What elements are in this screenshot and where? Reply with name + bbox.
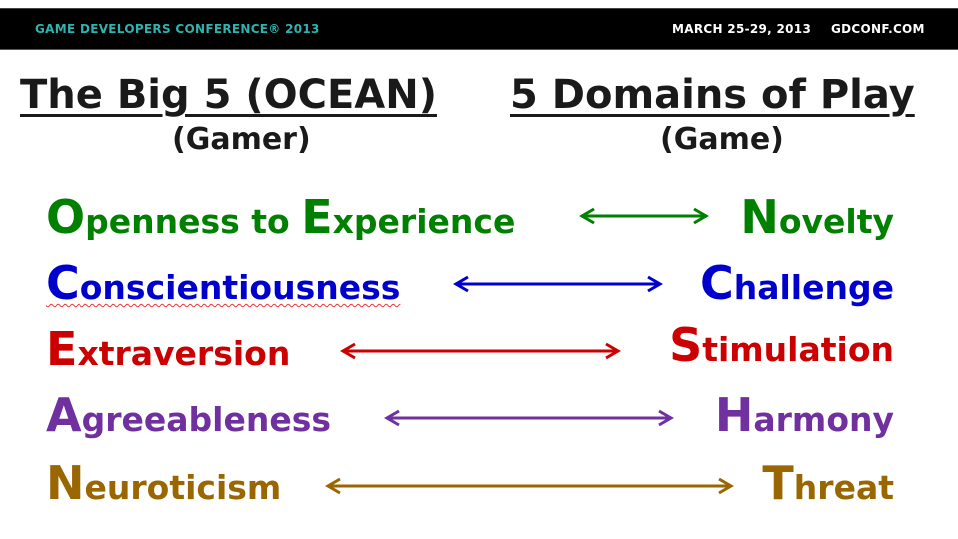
domain-text: ovelty bbox=[778, 202, 894, 241]
right-column-subtitle: (Game) bbox=[660, 122, 784, 157]
trait-agreeableness: Agreeableness bbox=[46, 392, 331, 438]
double-arrow-icon bbox=[579, 207, 709, 225]
trait-extraversion: Extraversion bbox=[46, 326, 290, 372]
trait-initial: C bbox=[46, 256, 80, 310]
conference-website: GDCONF.COM bbox=[831, 22, 925, 36]
domain-novelty: Novelty bbox=[740, 194, 894, 240]
domain-initial: C bbox=[699, 256, 734, 310]
trait-initial: N bbox=[46, 456, 85, 510]
domain-text: timulation bbox=[702, 330, 894, 369]
left-column-title: The Big 5 (OCEAN) bbox=[20, 72, 438, 118]
trait-text: xtraversion bbox=[77, 334, 291, 373]
domain-challenge: Challenge bbox=[700, 260, 894, 306]
left-column-subtitle: (Gamer) bbox=[172, 122, 311, 157]
conference-name: GAME DEVELOPERS CONFERENCE® 2013 bbox=[35, 22, 320, 36]
double-arrow-icon bbox=[325, 477, 734, 495]
right-column-title: 5 Domains of Play bbox=[510, 72, 915, 118]
trait-text: euroticism bbox=[84, 468, 282, 507]
domain-text: armony bbox=[753, 400, 894, 439]
trait-text: xperience bbox=[332, 202, 516, 241]
conference-dates: MARCH 25-29, 2013 bbox=[672, 22, 812, 36]
trait-conscientiousness: Conscientiousness bbox=[46, 260, 400, 306]
trait-initial: A bbox=[46, 388, 82, 442]
domain-text: hreat bbox=[793, 468, 894, 507]
domain-initial: N bbox=[740, 190, 779, 244]
trait-text: greeableness bbox=[81, 400, 332, 439]
trait-text: penness to bbox=[85, 202, 302, 241]
trait-text: onscientiousness bbox=[79, 268, 401, 307]
domain-initial: T bbox=[762, 456, 794, 510]
trait-initial: O bbox=[46, 190, 86, 244]
double-arrow-icon bbox=[340, 342, 621, 360]
domain-initial: H bbox=[714, 388, 754, 442]
domain-stimulation: Stimulation bbox=[669, 322, 894, 368]
domain-threat: Threat bbox=[762, 460, 894, 506]
domain-initial: S bbox=[669, 318, 703, 372]
double-arrow-icon bbox=[453, 275, 663, 293]
trait-initial: E bbox=[301, 190, 333, 244]
domain-harmony: Harmony bbox=[715, 392, 894, 438]
domain-text: hallenge bbox=[733, 268, 894, 307]
trait-neuroticism: Neuroticism bbox=[46, 460, 281, 506]
trait-initial: E bbox=[46, 322, 78, 376]
trait-openness: Openness to Experience bbox=[46, 194, 515, 240]
conference-banner: GAME DEVELOPERS CONFERENCE® 2013 MARCH 2… bbox=[0, 8, 958, 50]
double-arrow-icon bbox=[384, 409, 674, 427]
